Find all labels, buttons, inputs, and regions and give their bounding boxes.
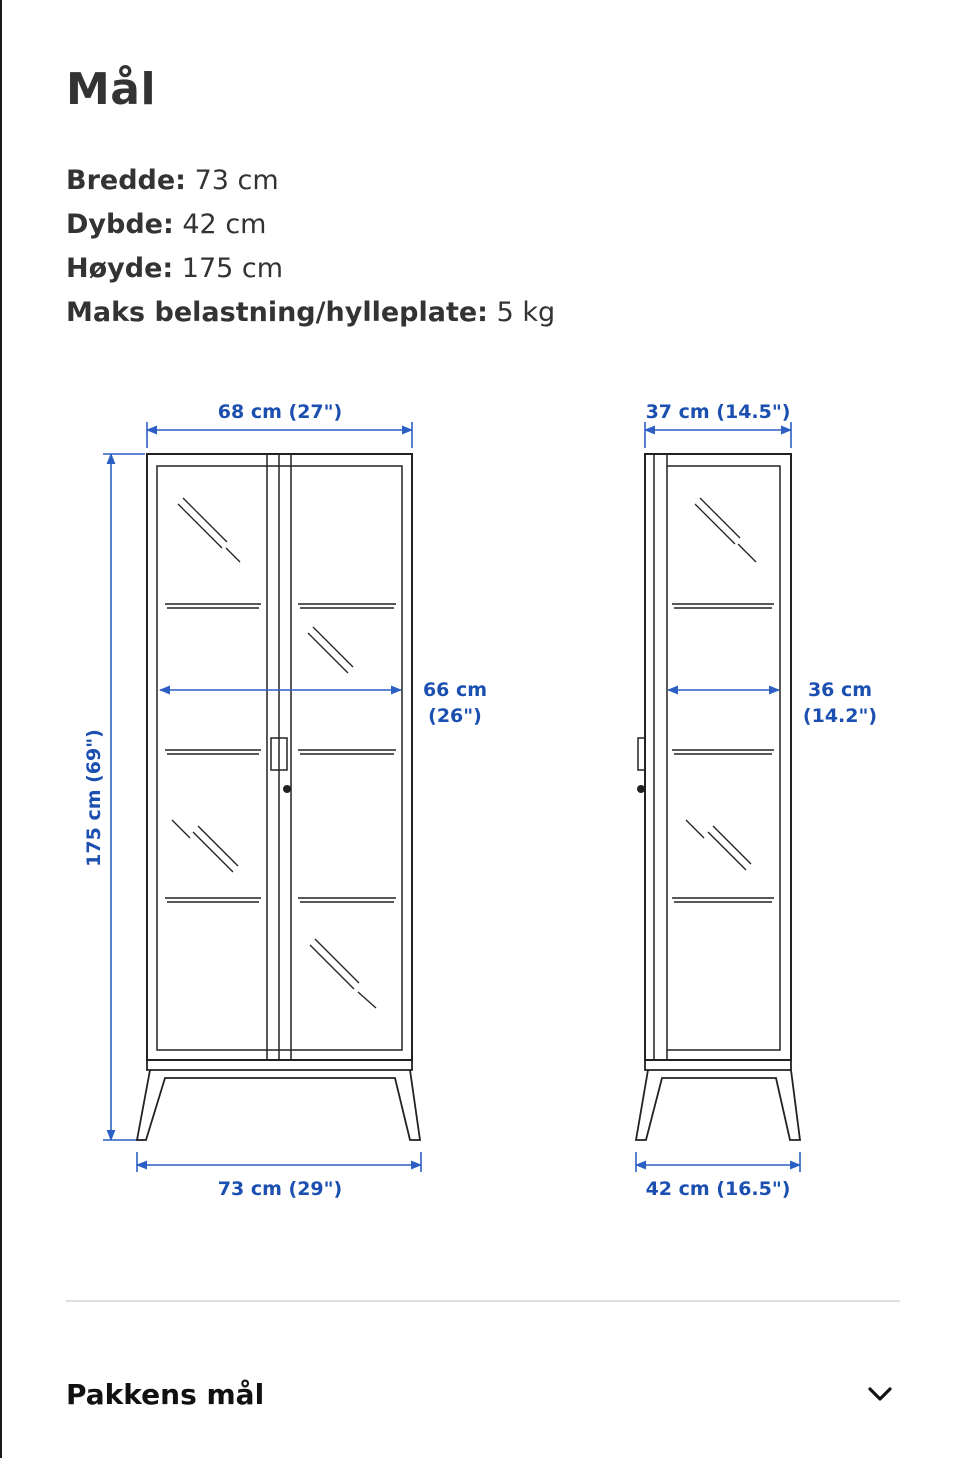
side-glass-reflections — [685, 497, 757, 871]
dimension-drawing: 68 cm (27") 175 cm (69") — [83, 401, 877, 1200]
spec-value: 42 cm — [182, 209, 267, 240]
front-top-width-label: 68 cm (27") — [218, 401, 342, 423]
side-inner-depth-label-2: (14.2") — [803, 705, 877, 727]
spec-label: Bredde: — [66, 165, 186, 196]
cabinet-base — [146, 1060, 413, 1071]
front-view: 68 cm (27") 175 cm (69") — [83, 401, 487, 1200]
side-handle — [637, 737, 646, 771]
left-edge-border — [0, 0, 2, 1458]
spec-value: 175 cm — [181, 253, 284, 284]
front-inner-width-label-1: 66 cm — [423, 679, 487, 701]
spec-depth: Dybde: 42 cm — [66, 206, 555, 250]
spec-width: Bredde: 73 cm — [66, 162, 555, 206]
side-top-depth-label: 37 cm (14.5") — [646, 401, 791, 423]
side-shelves — [672, 603, 774, 903]
front-inner-width-label-2: (26") — [428, 705, 482, 727]
side-inner-frame — [667, 465, 781, 1051]
spec-label: Høyde: — [66, 253, 174, 284]
door-handle — [270, 737, 288, 771]
spec-value: 73 cm — [194, 165, 279, 196]
glass-reflections — [171, 497, 377, 1009]
cabinet-inner-frame — [156, 465, 403, 1051]
package-dimensions-accordion[interactable]: Pakkens mål — [66, 1364, 900, 1424]
door-lock-icon — [283, 785, 291, 793]
front-bottom-width-label: 73 cm (29") — [218, 1178, 342, 1200]
spec-list: Bredde: 73 cm Dybde: 42 cm Høyde: 175 cm… — [66, 162, 555, 338]
side-view: 37 cm (14.5") 36 cm (14.2") 42 cm (16.5"… — [634, 401, 877, 1200]
side-legs — [634, 1069, 802, 1141]
spec-label: Dybde: — [66, 209, 174, 240]
side-lock-icon — [637, 785, 645, 793]
side-bottom-depth-label: 42 cm (16.5") — [646, 1178, 791, 1200]
spec-label: Maks belastning/hylleplate: — [66, 297, 488, 328]
page-title: Mål — [66, 64, 157, 115]
spec-value: 5 kg — [496, 297, 556, 328]
side-base — [644, 1060, 792, 1071]
height-label: 175 cm (69") — [83, 729, 105, 867]
front-shelves — [165, 603, 396, 903]
spec-height: Høyde: 175 cm — [66, 250, 555, 294]
section-divider — [66, 1300, 900, 1302]
chevron-down-icon[interactable] — [860, 1374, 900, 1414]
package-dimensions-label: Pakkens mål — [66, 1377, 265, 1411]
cabinet-legs — [135, 1069, 422, 1141]
side-inner-depth-label-1: 36 cm — [808, 679, 872, 701]
spec-max-load: Maks belastning/hylleplate: 5 kg — [66, 294, 555, 338]
